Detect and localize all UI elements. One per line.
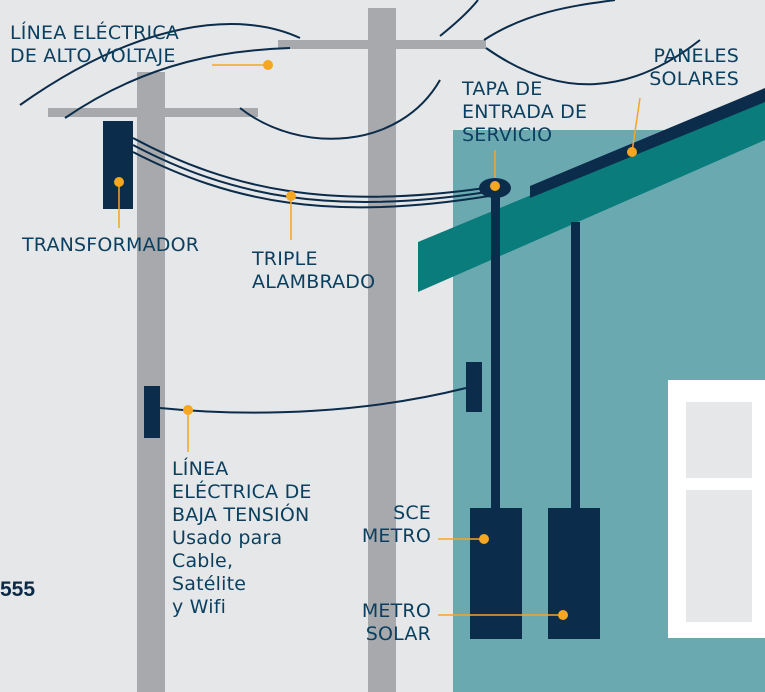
- label-line: Satélite: [172, 573, 247, 595]
- label-line: METRO: [361, 525, 431, 547]
- dot-solar-meter: [558, 610, 568, 620]
- low-voltage-box-left: [144, 386, 160, 438]
- high-voltage-wire-5: [483, 0, 616, 41]
- label-line: Usado para: [172, 527, 283, 549]
- high-voltage-wire-1: [19, 23, 301, 106]
- label-solar-panels: PANELES SOLARES: [649, 45, 739, 91]
- label-service-cap: TAPA DE ENTRADA DE SERVICIO: [462, 78, 587, 147]
- label-line: SERVICIO: [462, 124, 553, 146]
- label-line: SOLARES: [649, 68, 739, 90]
- window-pane-top: [686, 402, 752, 478]
- label-high-voltage-line: LÍNEA ELÉCTRICA DE ALTO VOLTAJE: [10, 22, 179, 68]
- sce-meter-conduit: [491, 190, 500, 510]
- high-voltage-wire-2: [64, 47, 291, 119]
- label-line: TAPA DE: [462, 78, 543, 100]
- high-voltage-wire-4: [439, 0, 479, 37]
- solar-meter-conduit: [571, 222, 580, 512]
- solar-panels: [530, 88, 765, 198]
- dot-solar-panels: [627, 147, 637, 157]
- transformer: [103, 121, 133, 209]
- label-line: ENTRADA DE: [462, 101, 588, 123]
- label-line: PANELES: [653, 45, 739, 67]
- label-line: TRIPLE: [252, 248, 318, 270]
- dot-sce-meter: [479, 534, 489, 544]
- label-line: SCE: [393, 502, 431, 524]
- label-line: DE ALTO VOLTAJE: [10, 45, 176, 67]
- label-line: BAJA TENSIÓN: [172, 504, 310, 526]
- label-triplex: TRIPLE ALAMBRADO: [252, 248, 375, 294]
- label-line: LÍNEA ELÉCTRICA: [10, 22, 179, 44]
- triplex-wire-3: [132, 151, 490, 209]
- label-line: y Wifi: [172, 596, 227, 618]
- label-line: LÍNEA: [172, 458, 229, 480]
- dot-triplex: [286, 191, 296, 201]
- label-low-voltage-line: LÍNEA ELÉCTRICA DE BAJA TENSIÓN Usado pa…: [172, 458, 312, 619]
- low-voltage-box-right: [466, 362, 482, 412]
- label-line: METRO: [361, 600, 431, 622]
- label-solar-meter: METRO SOLAR: [362, 600, 431, 646]
- window-pane-bottom: [686, 490, 752, 622]
- utility-pole-right: [368, 8, 396, 692]
- house-roof: [418, 98, 765, 292]
- triplex-wire-1: [132, 137, 486, 198]
- high-voltage-wire-3: [239, 79, 441, 140]
- label-line: Cable,: [172, 550, 234, 572]
- sce-meter: [470, 508, 522, 639]
- high-voltage-wire-6: [485, 39, 701, 86]
- label-transformer: TRANSFORMADOR: [22, 234, 200, 256]
- label-line: ELÉCTRICA DE: [172, 481, 312, 503]
- dot-service-cap: [490, 181, 500, 191]
- dot-high-voltage: [263, 60, 273, 70]
- label-line: ALAMBRADO: [252, 271, 376, 293]
- low-voltage-wire: [159, 387, 467, 414]
- cut-off-number: 555: [0, 578, 36, 601]
- leader-solar-panels: [631, 97, 641, 153]
- utility-pole-left: [137, 72, 165, 692]
- solar-meter: [548, 508, 600, 639]
- label-line: SOLAR: [365, 623, 431, 645]
- dot-transformer: [114, 177, 124, 187]
- label-sce-meter: SCE METRO: [362, 502, 431, 548]
- dot-low-voltage: [183, 405, 193, 415]
